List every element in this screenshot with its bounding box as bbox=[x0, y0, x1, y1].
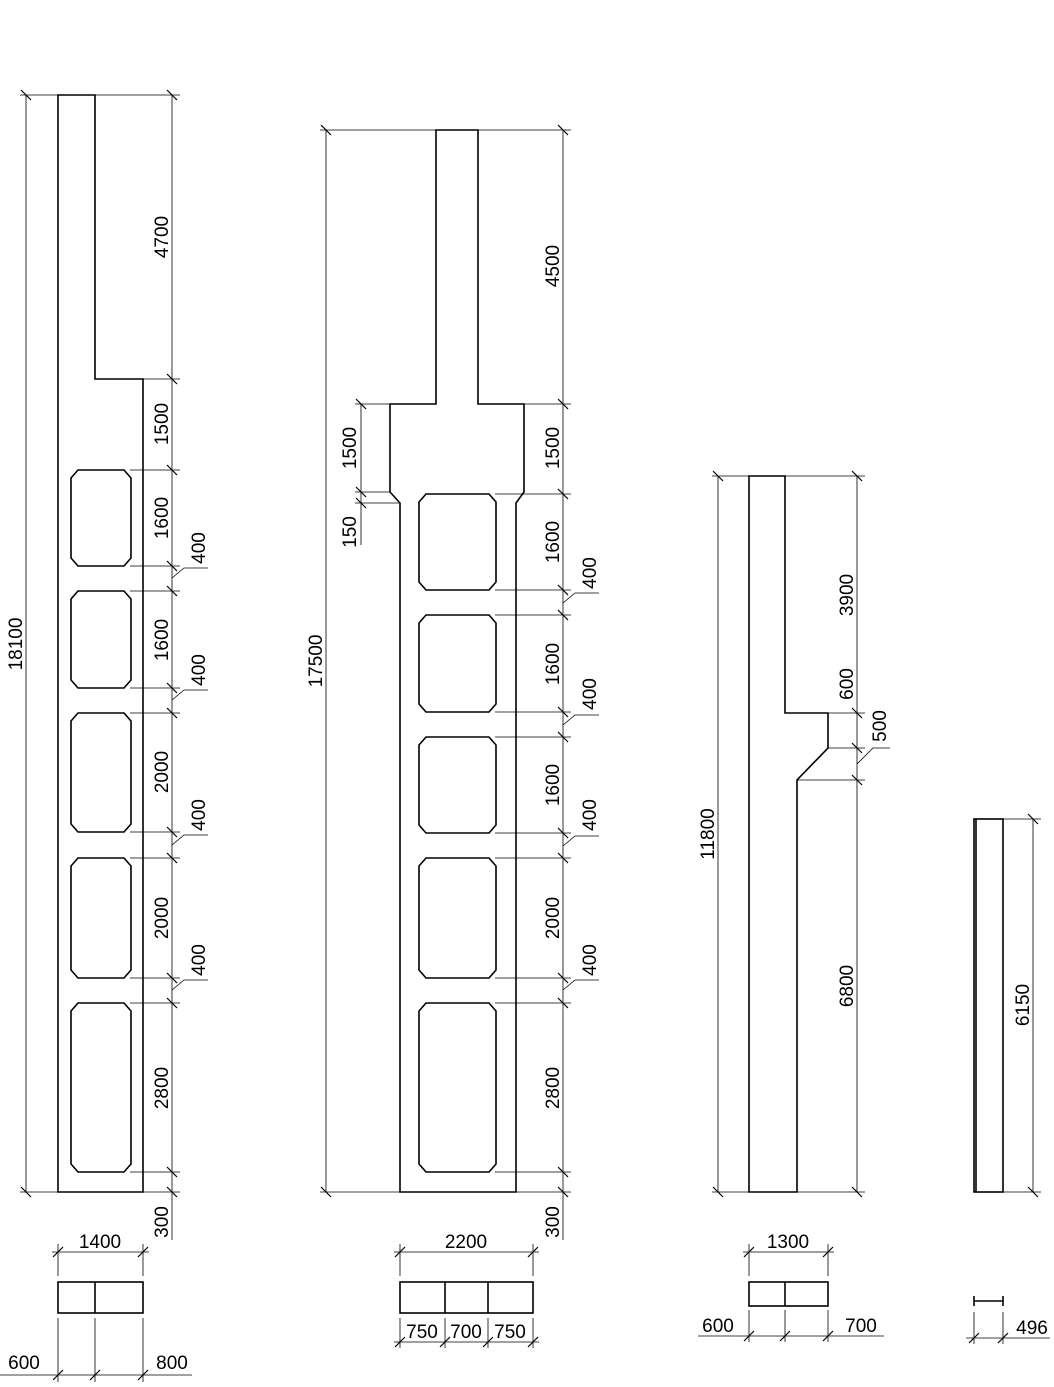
column-c-height-dimension: 11800 bbox=[698, 470, 749, 1198]
column-b-section-750-a: 750 bbox=[406, 1322, 438, 1343]
column-a-opening-4 bbox=[70, 857, 132, 979]
column-a-opening-2 bbox=[70, 590, 132, 689]
column-c-label-500: 500 bbox=[870, 710, 891, 742]
column-b-label-2000: 2000 bbox=[543, 897, 564, 939]
column-a-label-4700: 4700 bbox=[152, 216, 173, 258]
column-d-label-6150: 6150 bbox=[1013, 984, 1034, 1026]
column-a-height-dimension: 18100 bbox=[6, 89, 58, 1198]
column-c-section-600: 600 bbox=[702, 1316, 734, 1337]
column-a-segment-dimensions: 4700 1500 1600 400 1600 400 2000 400 200… bbox=[95, 89, 210, 1240]
column-a-label-300: 300 bbox=[152, 1206, 173, 1238]
column-b-opening-2 bbox=[418, 614, 497, 713]
column-c-cross-section: 600 700 bbox=[698, 1281, 884, 1342]
column-a-width-label: 1400 bbox=[79, 1232, 121, 1253]
column-b-outline bbox=[389, 129, 525, 1193]
column-b-cross-section: 750 700 750 bbox=[394, 1281, 539, 1348]
column-b-label-400-a: 400 bbox=[580, 557, 601, 589]
column-a-label-1500: 1500 bbox=[152, 403, 173, 445]
column-a-label-2800: 2800 bbox=[152, 1067, 173, 1109]
column-d-height-dimension: 6150 bbox=[1003, 813, 1041, 1198]
column-a-label-400-d: 400 bbox=[189, 944, 210, 976]
column-c-section-700: 700 bbox=[845, 1316, 877, 1337]
column-d-cross-section: 496 bbox=[966, 1296, 1050, 1344]
column-b-label-400-b: 400 bbox=[580, 678, 601, 710]
column-d-outline bbox=[973, 818, 1004, 1193]
column-a-section-800: 800 bbox=[156, 1353, 188, 1374]
column-a: 18100 bbox=[0, 89, 210, 1382]
column-b-width-label: 2200 bbox=[445, 1232, 487, 1253]
column-b-section-700: 700 bbox=[450, 1322, 482, 1343]
column-b-label-1600-b: 1600 bbox=[543, 643, 564, 685]
column-d: 6150 496 bbox=[966, 813, 1050, 1344]
column-b-label-400-c: 400 bbox=[580, 799, 601, 831]
column-b-opening-3 bbox=[418, 736, 497, 834]
column-c-outline bbox=[748, 475, 829, 1193]
column-b-opening-1 bbox=[418, 493, 497, 591]
column-b-label-4500: 4500 bbox=[543, 245, 564, 287]
column-c-label-3900: 3900 bbox=[837, 574, 858, 616]
column-c-label-600: 600 bbox=[837, 668, 858, 700]
column-b-segment-dimensions: 4500 1500 1600 400 1600 400 1600 400 200… bbox=[478, 124, 601, 1240]
column-b-section-750-b: 750 bbox=[494, 1322, 526, 1343]
column-b-label-1600-c: 1600 bbox=[543, 764, 564, 806]
column-c-width-dimension: 1300 bbox=[743, 1232, 834, 1276]
column-a-label-2000-b: 2000 bbox=[152, 897, 173, 939]
column-a-width-dimension: 1400 bbox=[52, 1232, 149, 1276]
column-a-section-600: 600 bbox=[8, 1353, 40, 1374]
column-b-left-label-1500: 1500 bbox=[340, 427, 361, 469]
column-c: 11800 3900 600 500 6800 bbox=[698, 470, 891, 1342]
column-a-opening-5 bbox=[70, 1002, 132, 1173]
column-c-segment-dimensions: 3900 600 500 6800 bbox=[785, 470, 891, 1198]
column-b-opening-4 bbox=[418, 857, 497, 979]
column-a-label-1600-a: 1600 bbox=[152, 497, 173, 539]
column-b-opening-5 bbox=[418, 1002, 497, 1173]
column-a-label-400-c: 400 bbox=[189, 799, 210, 831]
column-d-section-496: 496 bbox=[1016, 1318, 1048, 1339]
column-a-opening-3 bbox=[70, 712, 132, 833]
column-b-label-400-d: 400 bbox=[580, 944, 601, 976]
column-a-label-2000-a: 2000 bbox=[152, 751, 173, 793]
column-a-label-1600-b: 1600 bbox=[152, 619, 173, 661]
column-b-label-1500: 1500 bbox=[543, 427, 564, 469]
column-b-label-300: 300 bbox=[543, 1206, 564, 1238]
column-c-width-label: 1300 bbox=[767, 1232, 809, 1253]
column-b-label-1600-a: 1600 bbox=[543, 521, 564, 563]
column-c-label-6800: 6800 bbox=[837, 965, 858, 1007]
column-b-left-dimensions: 1500 150 bbox=[340, 398, 400, 548]
column-b: 17500 1500 150 bbox=[306, 124, 601, 1348]
column-b-height-label: 17500 bbox=[306, 635, 327, 688]
column-b-left-label-150: 150 bbox=[340, 516, 361, 548]
column-b-width-dimension: 2200 bbox=[394, 1232, 539, 1276]
column-a-cross-section: 600 800 bbox=[0, 1281, 192, 1382]
column-b-height-dimension: 17500 bbox=[306, 124, 436, 1198]
column-a-label-400-a: 400 bbox=[189, 532, 210, 564]
column-c-height-label: 11800 bbox=[698, 808, 719, 859]
column-a-height-label: 18100 bbox=[6, 618, 27, 671]
column-a-label-400-b: 400 bbox=[189, 654, 210, 686]
column-a-opening-1 bbox=[70, 469, 132, 567]
column-b-label-2800: 2800 bbox=[543, 1067, 564, 1109]
